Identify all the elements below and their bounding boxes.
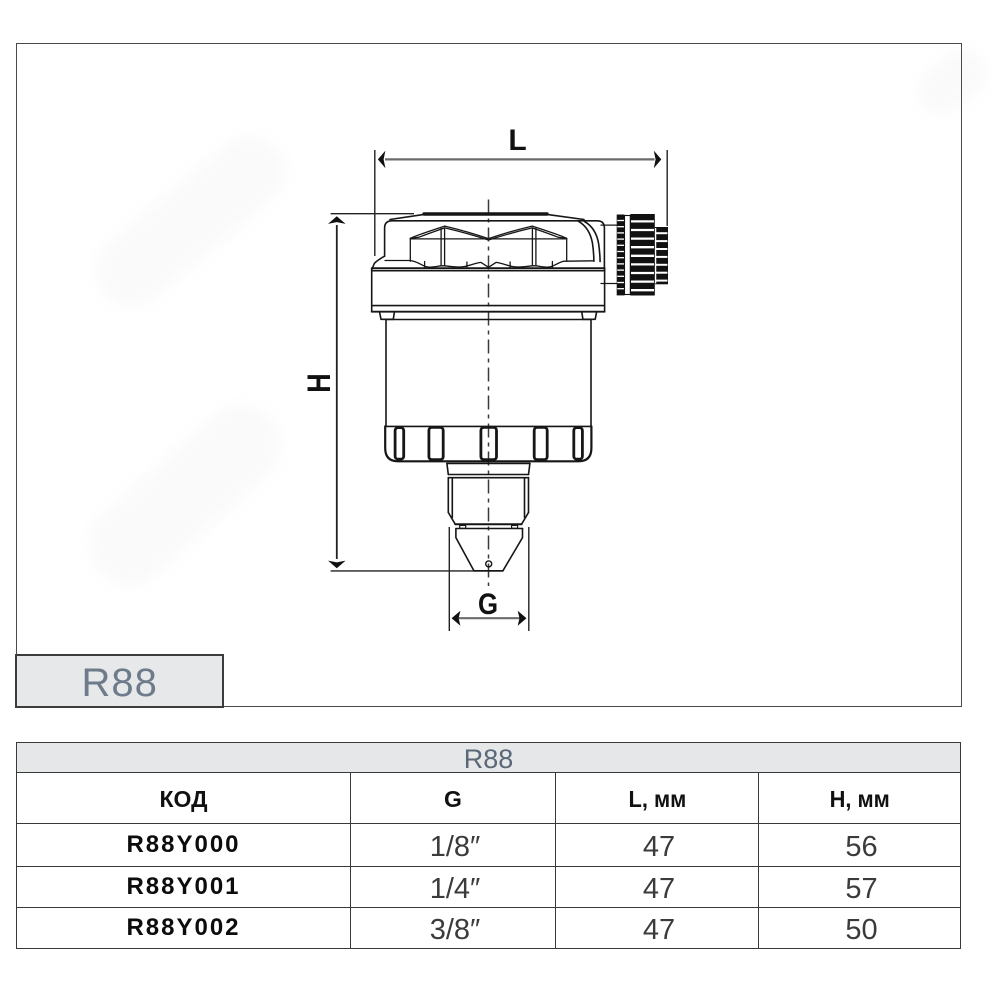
svg-text:H: H [302,373,338,392]
svg-text:L: L [508,124,526,157]
svg-text:G: G [478,587,498,620]
